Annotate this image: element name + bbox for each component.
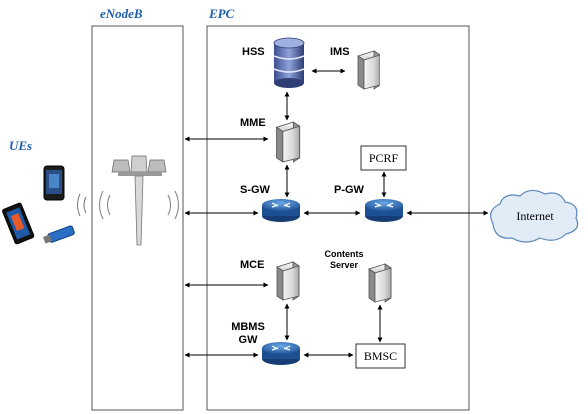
internet-label: Internet bbox=[516, 209, 554, 223]
mbms-gw-router-icon bbox=[262, 342, 300, 365]
contents-server-label-line1: Contents bbox=[325, 249, 364, 259]
usb-modem-icon bbox=[42, 225, 75, 244]
smartphone-icon bbox=[43, 165, 65, 201]
hss-database-icon bbox=[273, 37, 305, 88]
internet-cloud-icon bbox=[490, 189, 579, 243]
sgw-label: S-GW bbox=[240, 184, 271, 196]
enodeb-region bbox=[91, 25, 184, 411]
hss-label: HSS bbox=[242, 46, 265, 58]
cell-tower-icon bbox=[77, 155, 180, 246]
epc-title: EPC bbox=[208, 6, 235, 21]
bmsc-label: BMSC bbox=[364, 349, 397, 363]
ims-label: IMS bbox=[330, 46, 350, 58]
mce-label: MCE bbox=[240, 259, 264, 271]
mce-server-icon bbox=[276, 261, 300, 301]
bmsc-box bbox=[355, 343, 406, 369]
ues-title: UEs bbox=[9, 138, 32, 153]
pgw-router-icon bbox=[365, 199, 403, 222]
enodeb-title: eNodeB bbox=[100, 6, 143, 21]
pcrf-box bbox=[360, 145, 407, 171]
tablet-icon bbox=[2, 202, 35, 245]
contents-server-label-line2: Server bbox=[330, 260, 359, 270]
mbms-gw-label-line1: MBMS bbox=[231, 321, 265, 333]
epc-region bbox=[206, 25, 470, 411]
pgw-label: P-GW bbox=[334, 184, 365, 196]
ims-server-icon bbox=[357, 50, 380, 90]
mme-server-icon bbox=[276, 121, 301, 163]
pcrf-label: PCRF bbox=[369, 151, 399, 165]
mbms-gw-label-line2: GW bbox=[239, 334, 259, 346]
sgw-router-icon bbox=[262, 199, 300, 222]
mme-label: MME bbox=[240, 117, 266, 129]
contents-server-icon bbox=[368, 263, 392, 303]
